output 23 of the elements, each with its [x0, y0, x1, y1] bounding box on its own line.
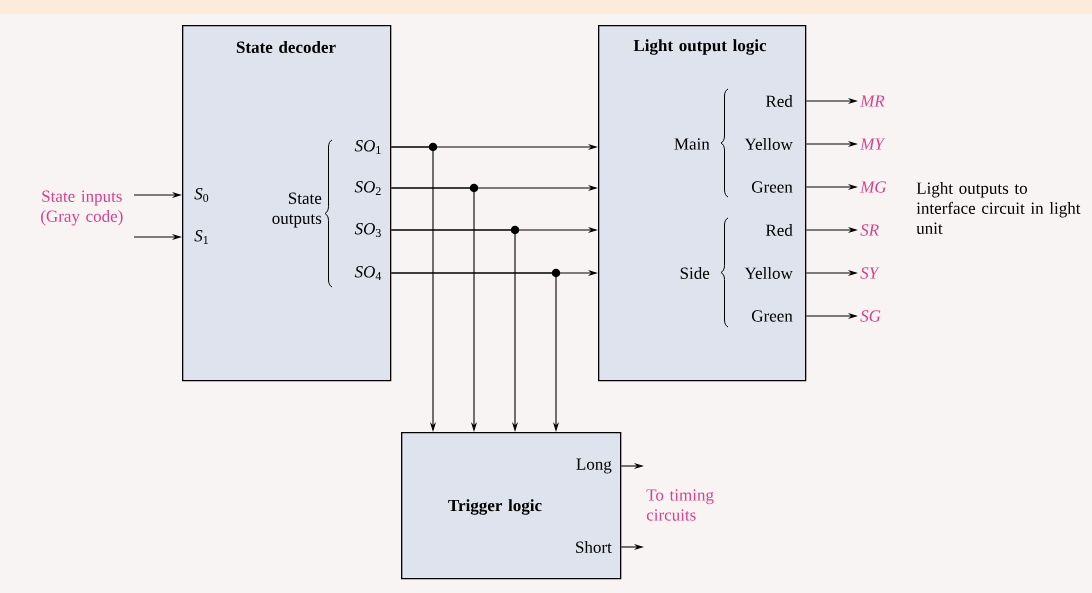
note-text: Light outputs to interface circuit in light unit [916, 182, 1081, 234]
signal-text: SR [860, 224, 879, 236]
pin-label: Yellow [744, 138, 793, 150]
signal-text: To timing circuits [646, 489, 714, 521]
signal-text: MG [860, 181, 887, 193]
signal-text: State inputs (Gray code) [41, 190, 123, 226]
signal-text: MY [860, 138, 886, 150]
pin-label: Short [576, 541, 612, 553]
pin-label: Green [751, 181, 793, 193]
pin-label: SO$_{2}$ [354, 181, 381, 195]
pin-label: Long [576, 458, 612, 474]
pin-label: SO$_{1}$ [354, 140, 381, 154]
pin-label: SO$_{4}$ [354, 266, 382, 280]
signal-text: MR [860, 95, 885, 107]
pin-label: Red [765, 95, 793, 107]
pin-label: Green [751, 310, 793, 322]
signal-text: SG [860, 310, 881, 322]
pin-label: S$_{1}$ [194, 230, 208, 244]
pin-label: S$_{0}$ [194, 188, 209, 202]
signal-text: SY [860, 267, 880, 279]
pin-label: Red [765, 224, 793, 236]
pin-label: Yellow [744, 267, 793, 279]
pin-label: SO$_{3}$ [354, 223, 381, 237]
